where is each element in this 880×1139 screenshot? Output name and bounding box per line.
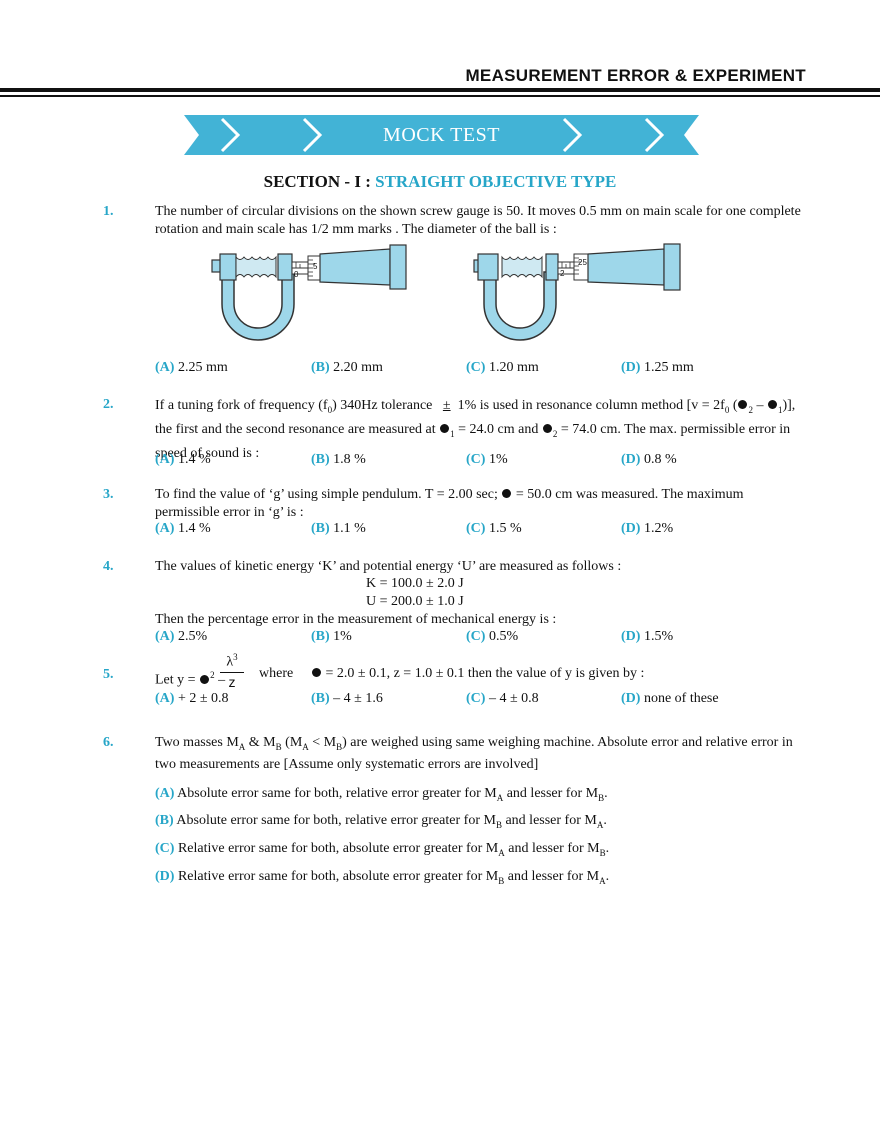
q5-denominator: z [228, 674, 236, 690]
q1-text: The number of circular divisions on the … [155, 204, 801, 237]
q4-kinetic-energy: K = 100.0 ± 2.0 J [366, 576, 464, 591]
q5-option-b[interactable]: (B) – 4 ± 1.6 [311, 691, 383, 706]
q5-let-y: Let y = 2 – [155, 670, 226, 688]
q3-option-c[interactable]: (C) 1.5 % [466, 521, 522, 536]
q5-option-a[interactable]: (A) + 2 ± 0.8 [155, 691, 229, 706]
q3-option-d[interactable]: (D) 1.2% [621, 521, 674, 536]
option-text: 1.25 mm [643, 360, 694, 375]
section-title: SECTION - I : STRAIGHT OBJECTIVE TYPE [0, 172, 880, 192]
option-text: 2.25 mm [177, 360, 228, 375]
q4-option-c[interactable]: (C) 0.5% [466, 629, 519, 644]
q2-option-c[interactable]: (C) 1% [466, 452, 508, 467]
q1-option-b[interactable]: (B) 2.20 mm [311, 360, 383, 376]
ell-symbol [542, 423, 552, 433]
q2-option-d[interactable]: (D) 0.8 % [621, 452, 677, 467]
q2-option-b[interactable]: (B) 1.8 % [311, 452, 366, 467]
fig-left-circular-reading: 5 [313, 262, 318, 271]
fraction-bar [220, 672, 244, 673]
ell-symbol [738, 400, 748, 409]
q1-option-d[interactable]: (D) 1.25 mm [621, 360, 694, 376]
q5-numerator: λ3 [226, 652, 238, 670]
q6-option-b[interactable]: (B) Absolute error same for both, relati… [155, 813, 607, 830]
header-rule-thick [0, 88, 880, 92]
q3-text: To find the value of ‘g’ using simple pe… [155, 487, 744, 520]
q4-number: 4. [103, 559, 114, 574]
q5-condition: = 2.0 ± 0.1, z = 1.0 ± 0.1 then the valu… [311, 666, 644, 682]
section-name: STRAIGHT OBJECTIVE TYPE [375, 172, 617, 191]
q4-option-b[interactable]: (B) 1% [311, 629, 352, 644]
q3-option-b[interactable]: (B) 1.1 % [311, 521, 366, 536]
section-prefix: SECTION - I : [263, 172, 376, 191]
ell-symbol [502, 489, 512, 498]
banner-label: MOCK TEST [383, 124, 500, 146]
q5-option-c[interactable]: (C) – 4 ± 0.8 [466, 691, 539, 706]
q5-where: where [259, 666, 294, 681]
q1-option-a[interactable]: (A) 2.25 mm [155, 360, 228, 376]
ell-symbol [200, 674, 210, 684]
q6-option-a[interactable]: (A) Absolute error same for both, relati… [155, 786, 608, 803]
option-text: 2.20 mm [333, 360, 383, 375]
q6-option-d[interactable]: (D) Relative error same for both, absolu… [155, 869, 610, 886]
q4-option-a[interactable]: (A) 2.5% [155, 629, 208, 644]
option-label: (D) [621, 360, 641, 375]
q2-option-a[interactable]: (A) 1.4 % [155, 452, 211, 467]
screw-gauge-figure-right: 2 25 [473, 243, 681, 341]
ell-symbol [767, 400, 777, 409]
q1-number: 1. [103, 204, 114, 219]
q6-option-c[interactable]: (C) Relative error same for both, absolu… [155, 841, 610, 858]
option-label: (C) [466, 360, 486, 375]
q4-option-d[interactable]: (D) 1.5% [621, 629, 674, 644]
q1-option-c[interactable]: (C) 1.20 mm [466, 360, 539, 376]
screw-gauge-figure-left: 0 5 [211, 244, 407, 341]
q2-number: 2. [103, 397, 114, 412]
option-label: (B) [311, 360, 330, 375]
page-header-title: MEASUREMENT ERROR & EXPERIMENT [465, 66, 806, 85]
option-text: 1.20 mm [488, 360, 539, 375]
ell-symbol [440, 423, 450, 433]
fig-right-main-reading: 2 [560, 269, 565, 278]
q6-text: Two masses MA & MB (MA < MB) are weighed… [155, 735, 793, 772]
q2-text: If a tuning fork of frequency (f0) 340Hz… [155, 398, 796, 461]
q3-option-a[interactable]: (A) 1.4 % [155, 521, 211, 536]
q4-text: The values of kinetic energy ‘K’ and pot… [155, 559, 622, 574]
q3-number: 3. [103, 487, 114, 502]
q4-potential-energy: U = 200.0 ± 1.0 J [366, 594, 464, 609]
mock-test-banner [184, 115, 699, 155]
option-label: (A) [155, 360, 175, 375]
q5-number: 5. [103, 667, 114, 682]
fig-left-main-reading: 0 [294, 270, 299, 279]
q5-option-d[interactable]: (D) none of these [621, 691, 719, 706]
q6-number: 6. [103, 735, 114, 750]
header-rule-thin [0, 95, 880, 97]
q4-text2: Then the percentage error in the measure… [155, 612, 557, 627]
ell-symbol [312, 668, 321, 677]
fig-right-circular-reading: 25 [578, 258, 587, 267]
